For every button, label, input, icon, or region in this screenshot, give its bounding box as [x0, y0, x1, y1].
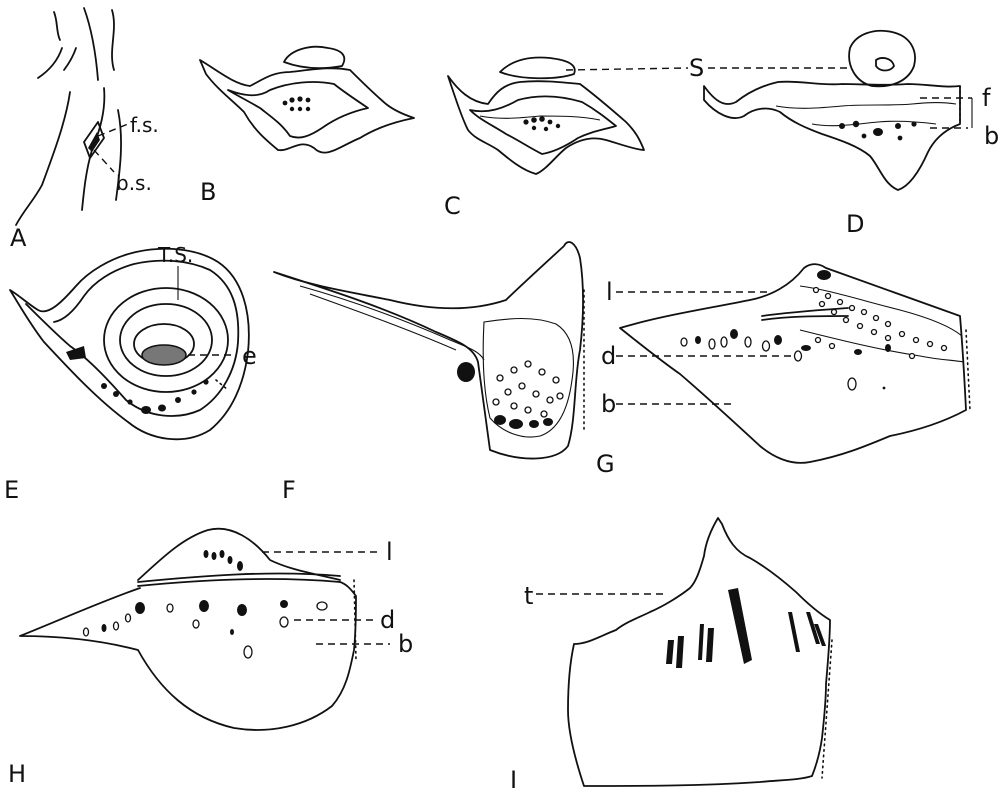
panel-h-label-l: l — [386, 538, 393, 566]
panel-g-letter: G — [596, 450, 615, 478]
panel-a-letter: A — [10, 224, 27, 252]
panel-d-letter: D — [846, 210, 864, 238]
panel-i-letter: I — [510, 766, 517, 794]
leader-s: S — [566, 54, 848, 82]
label-ts: T.S. — [157, 243, 193, 267]
panel-e-letter: E — [4, 476, 19, 504]
panel-h-label-d: d — [380, 606, 395, 634]
panel-f-letter: F — [282, 476, 296, 504]
panel-a: A f.s. b.s. — [10, 8, 159, 252]
panel-i: t I — [510, 518, 832, 794]
panel-h-label-b: b — [398, 630, 413, 658]
panel-a-fs-label: f.s. — [130, 113, 159, 137]
panel-b-letter: B — [200, 178, 216, 206]
panel-h: l d b H — [8, 529, 413, 788]
panel-g-label-b: b — [601, 390, 616, 418]
label-e: e — [242, 342, 257, 370]
label-f: f — [982, 84, 991, 112]
panel-c-letter: C — [444, 192, 461, 220]
panel-c: C — [444, 58, 644, 220]
panel-d: D — [704, 31, 960, 238]
panel-g: l d b G — [596, 264, 970, 478]
panel-f: F — [274, 242, 584, 504]
label-s: S — [689, 54, 704, 82]
panel-g-dots — [814, 288, 947, 359]
panel-f-dots — [493, 361, 563, 417]
panel-h-letter: H — [8, 760, 26, 788]
panel-e: E T.S. e — [4, 243, 257, 504]
panel-g-label-d: d — [601, 342, 616, 370]
label-t: t — [524, 582, 533, 610]
panel-b: B — [200, 47, 414, 206]
panel-a-bs-label: b.s. — [116, 171, 152, 195]
panel-g-label-l: l — [606, 278, 613, 306]
panel-d-label-b: b — [984, 122, 999, 150]
